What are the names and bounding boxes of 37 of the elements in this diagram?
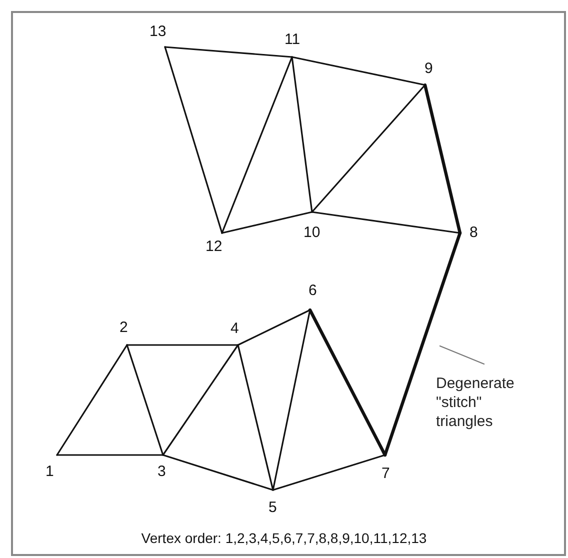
mesh-edge [221,211,313,234]
vertex-number: 1 [46,455,57,480]
vertex-number: 2 [120,320,128,345]
mesh-edge [56,344,128,456]
mesh-edge [291,56,426,86]
mesh-edge [237,344,274,491]
mesh-edge [221,56,293,234]
mesh-edge [164,46,293,58]
vertex-number: 7 [382,455,390,482]
mesh-edge [56,454,164,456]
mesh-edge [311,211,461,234]
mesh-edge [162,344,239,456]
annotation-text: Degenerate "stitch" triangles [436,374,532,431]
vertex-number: 11 [284,32,302,57]
vertex-number: 13 [150,24,166,47]
stitch-edge [308,308,387,457]
vertex-number: 3 [158,455,166,480]
vertex-number: 12 [206,233,222,255]
stitch-edge [423,83,462,235]
mesh-edge [126,344,239,346]
stitch-edge [383,231,462,457]
vertex-number: 8 [460,225,478,241]
vertex-number: 5 [268,490,278,516]
caption: Vertex order: 1,2,3,4,5,6,7,7,8,8,9,10,11,12,13 [140,530,428,546]
mesh-edge [164,46,223,234]
mesh-edge [162,454,274,491]
mesh-edge [291,56,313,213]
vertex-number: 10 [304,212,320,241]
mesh-edge [272,454,386,491]
leader-line [439,345,485,365]
mesh-edge [126,344,164,456]
mesh-edge [237,309,311,346]
mesh-edge [272,309,311,491]
vertex-number: 9 [424,61,434,85]
mesh-edge [311,84,426,213]
vertex-number: 4 [230,321,240,345]
vertex-number: 6 [308,283,318,310]
